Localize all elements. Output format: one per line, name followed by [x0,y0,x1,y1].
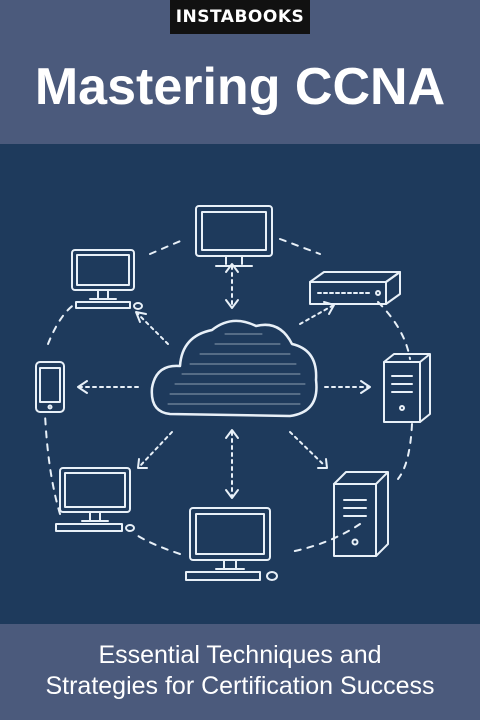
cloud-icon [150,319,318,418]
tower-server-icon [333,471,389,557]
arrow-heads [77,263,371,499]
book-title: Mastering CCNA [34,58,446,116]
tower-server-icon [383,353,431,423]
publisher-badge: INSTABOOKS [170,0,310,34]
book-subtitle: Essential Techniques and Strategies for … [0,640,480,702]
network-switch-icon [309,271,401,305]
dashed-ring [44,238,413,555]
desktop-computer-icon [185,507,278,581]
network-illustration [0,144,480,624]
desktop-computer-icon [71,249,143,310]
network-diagram [35,205,431,581]
desktop-computer-icon [55,467,135,532]
subtitle-line-1: Essential Techniques and [98,641,382,669]
monitor-icon [195,205,273,267]
connection-arrows [79,265,369,497]
smartphone-icon [35,361,65,413]
subtitle-line-2: Strategies for Certification Success [45,672,435,700]
